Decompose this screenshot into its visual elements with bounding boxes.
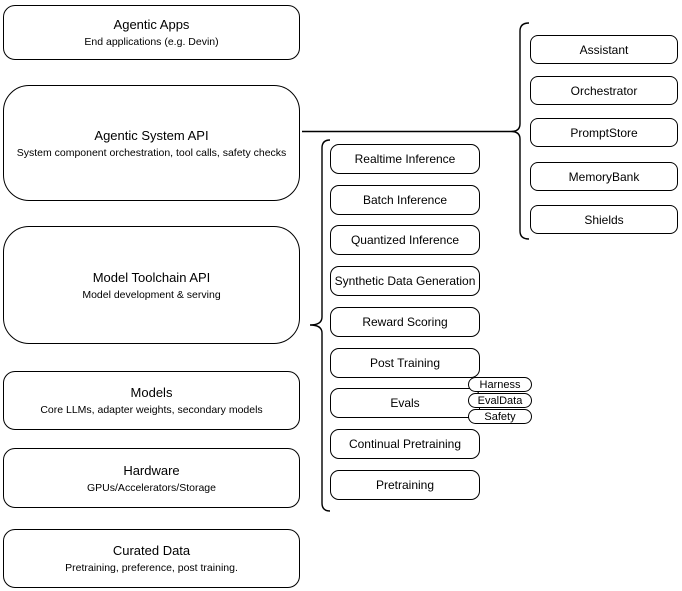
node-label: Shields: [584, 212, 624, 227]
node-label: Post Training: [369, 356, 441, 370]
node-agentic-system-api: Agentic System API System component orch…: [3, 85, 300, 201]
node-synthetic-data-generation: Synthetic Data Generation: [330, 266, 480, 296]
node-assistant: Assistant: [530, 35, 678, 64]
node-realtime-inference: Realtime Inference: [330, 144, 480, 174]
node-label: Synthetic Data Generation: [334, 274, 476, 288]
node-subtitle: Model development & serving: [82, 288, 221, 301]
node-quantized-inference: Quantized Inference: [330, 225, 480, 255]
node-label: Reward Scoring: [362, 315, 448, 329]
node-label: MemoryBank: [568, 169, 640, 184]
tag-harness: Harness: [468, 377, 532, 392]
node-label: Realtime Inference: [354, 152, 456, 166]
toolchain-bracket: [309, 139, 331, 512]
node-model-toolchain-api: Model Toolchain API Model development & …: [3, 226, 300, 344]
node-models: Models Core LLMs, adapter weights, secon…: [3, 371, 300, 430]
node-memorybank: MemoryBank: [530, 162, 678, 191]
node-label: Orchestrator: [570, 83, 638, 98]
node-agentic-apps: Agentic Apps End applications (e.g. Devi…: [3, 5, 300, 60]
node-pretraining: Pretraining: [330, 470, 480, 500]
node-label: Evals: [390, 396, 420, 410]
node-title: Agentic System API: [94, 127, 209, 143]
node-hardware: Hardware GPUs/Accelerators/Storage: [3, 448, 300, 508]
node-label: Pretraining: [375, 478, 435, 492]
node-title: Hardware: [123, 462, 180, 478]
node-subtitle: Pretraining, preference, post training.: [65, 562, 238, 574]
tag-evaldata: EvalData: [468, 393, 532, 408]
node-subtitle: Core LLMs, adapter weights, secondary mo…: [40, 404, 263, 416]
tag-label: EvalData: [477, 394, 523, 407]
node-title: Models: [130, 385, 173, 400]
node-label: Assistant: [579, 42, 629, 57]
node-batch-inference: Batch Inference: [330, 185, 480, 215]
node-continual-pretraining: Continual Pretraining: [330, 429, 480, 459]
node-title: Agentic Apps: [113, 17, 190, 32]
node-shields: Shields: [530, 205, 678, 234]
node-promptstore: PromptStore: [530, 118, 678, 147]
node-title: Curated Data: [112, 543, 191, 558]
node-post-training: Post Training: [330, 348, 480, 378]
node-label: Continual Pretraining: [348, 437, 462, 451]
node-subtitle: GPUs/Accelerators/Storage: [87, 481, 216, 494]
tag-safety: Safety: [468, 409, 532, 424]
system-components-bracket: [510, 22, 530, 240]
node-reward-scoring: Reward Scoring: [330, 307, 480, 337]
node-label: PromptStore: [570, 125, 638, 140]
node-curated-data: Curated Data Pretraining, preference, po…: [3, 529, 300, 588]
tag-label: Safety: [484, 410, 516, 423]
tag-label: Harness: [479, 378, 521, 391]
node-label: Quantized Inference: [350, 233, 460, 247]
node-title: Model Toolchain API: [92, 269, 211, 285]
node-orchestrator: Orchestrator: [530, 76, 678, 105]
node-subtitle: System component orchestration, tool cal…: [16, 146, 287, 159]
node-label: Batch Inference: [362, 193, 448, 207]
node-evals: Evals: [330, 388, 480, 418]
node-subtitle: End applications (e.g. Devin): [84, 36, 219, 48]
